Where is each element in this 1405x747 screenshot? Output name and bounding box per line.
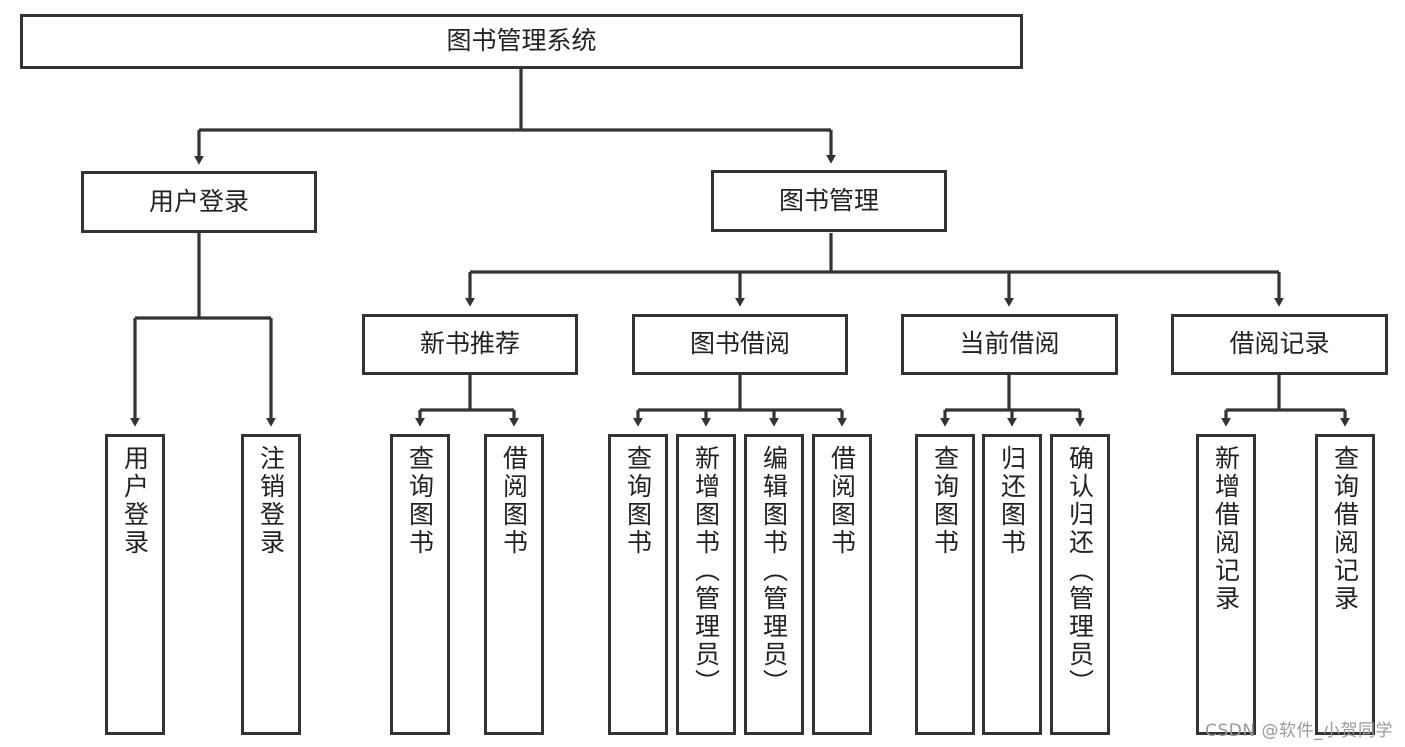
node-label: 借阅图书 xyxy=(827,445,857,557)
node-label: 借阅图书 xyxy=(499,445,529,557)
node-borrow-record[interactable]: 借阅记录 xyxy=(1171,314,1388,375)
node-leaf-query-book-new[interactable]: 查询图书 xyxy=(390,434,450,735)
node-label: 用户登录 xyxy=(148,186,249,216)
node-leaf-query-book-current[interactable]: 查询图书 xyxy=(915,434,975,735)
node-leaf-borrow-book[interactable]: 借阅图书 xyxy=(812,434,872,735)
node-leaf-add-borrow-record[interactable]: 新增借阅记录 xyxy=(1196,434,1256,735)
node-leaf-user-logout[interactable]: 注销登录 xyxy=(241,434,301,735)
node-new-book-recommend[interactable]: 新书推荐 xyxy=(362,314,578,375)
node-book-borrow[interactable]: 图书借阅 xyxy=(632,314,848,375)
node-leaf-confirm-return-admin[interactable]: 确认归还（管理员） xyxy=(1050,434,1110,735)
node-label: 图书管理 xyxy=(778,185,879,215)
node-label: 查询图书 xyxy=(405,445,435,557)
node-label: 注销登录 xyxy=(256,445,286,557)
node-label: 图书管理系统 xyxy=(446,26,597,56)
node-label: 用户登录 xyxy=(120,445,150,557)
node-label: 查询借阅记录 xyxy=(1330,445,1360,613)
node-label: 借阅记录 xyxy=(1229,329,1330,359)
node-label: 新书推荐 xyxy=(419,329,520,359)
node-label: 查询图书 xyxy=(623,445,653,557)
node-leaf-query-borrow-record[interactable]: 查询借阅记录 xyxy=(1315,434,1375,735)
node-label: 当前借阅 xyxy=(959,329,1060,359)
node-label: 图书借阅 xyxy=(689,329,790,359)
node-root-system[interactable]: 图书管理系统 xyxy=(20,14,1023,69)
node-current-borrow[interactable]: 当前借阅 xyxy=(901,314,1118,375)
node-leaf-add-book-admin[interactable]: 新增图书（管理员） xyxy=(676,434,736,735)
node-user-login[interactable]: 用户登录 xyxy=(81,171,317,233)
node-label: 归还图书 xyxy=(997,445,1027,557)
node-leaf-edit-book-admin[interactable]: 编辑图书（管理员） xyxy=(744,434,804,735)
node-label: 确认归还（管理员） xyxy=(1065,445,1095,697)
node-label: 编辑图书（管理员） xyxy=(759,445,789,697)
node-label: 新增图书（管理员） xyxy=(691,445,721,697)
node-leaf-borrow-book-new[interactable]: 借阅图书 xyxy=(484,434,544,735)
node-leaf-query-book-borrow[interactable]: 查询图书 xyxy=(608,434,668,735)
node-label: 新增借阅记录 xyxy=(1211,445,1241,613)
node-leaf-user-login[interactable]: 用户登录 xyxy=(105,434,165,735)
node-book-management[interactable]: 图书管理 xyxy=(711,170,947,232)
csdn-watermark: CSDN @软件_小贺同学 xyxy=(1205,721,1393,741)
node-leaf-return-book[interactable]: 归还图书 xyxy=(982,434,1042,735)
node-label: 查询图书 xyxy=(930,445,960,557)
